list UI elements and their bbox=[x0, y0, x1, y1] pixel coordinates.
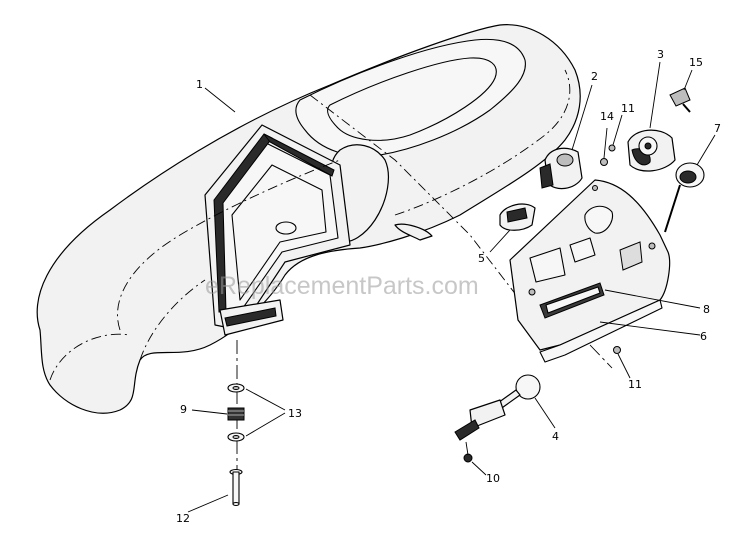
part-7-choke-knob: 7 bbox=[664, 122, 721, 233]
callout-1: 1 bbox=[196, 78, 203, 91]
part-2-switch: 2 bbox=[539, 70, 598, 190]
part-4-throttle-lever: 4 bbox=[454, 374, 559, 443]
callout-7: 7 bbox=[714, 122, 721, 135]
callout-12: 12 bbox=[176, 512, 190, 525]
watermark-text: eReplacementParts.com bbox=[205, 272, 479, 300]
callout-group-9: 9 bbox=[180, 403, 228, 416]
part-11-screw-top: 11 bbox=[608, 102, 635, 152]
callout-9: 9 bbox=[180, 403, 187, 416]
callout-group-1: 1 bbox=[196, 78, 236, 113]
callout-group-13: 13 bbox=[245, 388, 302, 437]
part-10-nut: 10 bbox=[463, 441, 500, 485]
callout-10: 10 bbox=[486, 472, 500, 485]
part-15-key: 15 bbox=[669, 56, 703, 113]
callout-11-bottom: 11 bbox=[628, 378, 642, 391]
callout-13: 13 bbox=[288, 407, 302, 420]
callout-4: 4 bbox=[552, 430, 559, 443]
callout-11-top: 11 bbox=[621, 102, 635, 115]
callout-group-12: 12 bbox=[176, 494, 229, 525]
part-1-console-housing bbox=[36, 24, 581, 414]
part-5-rocker-switch: 5 bbox=[478, 203, 536, 265]
callout-2: 2 bbox=[591, 70, 598, 83]
part-3-ignition-switch: 3 bbox=[627, 48, 676, 172]
callout-6: 6 bbox=[700, 330, 707, 343]
callout-15: 15 bbox=[689, 56, 703, 69]
part-11-screw-bottom: 11 bbox=[589, 344, 642, 391]
part-6-dash-panel: 6 bbox=[509, 179, 707, 363]
hardware-stack bbox=[227, 340, 245, 507]
callout-14: 14 bbox=[600, 110, 614, 123]
part-8-decal: 8 bbox=[604, 289, 710, 316]
callout-8: 8 bbox=[703, 303, 710, 316]
callout-3: 3 bbox=[657, 48, 664, 61]
callout-5: 5 bbox=[478, 252, 485, 265]
part-14-nut: 14 bbox=[600, 110, 614, 166]
